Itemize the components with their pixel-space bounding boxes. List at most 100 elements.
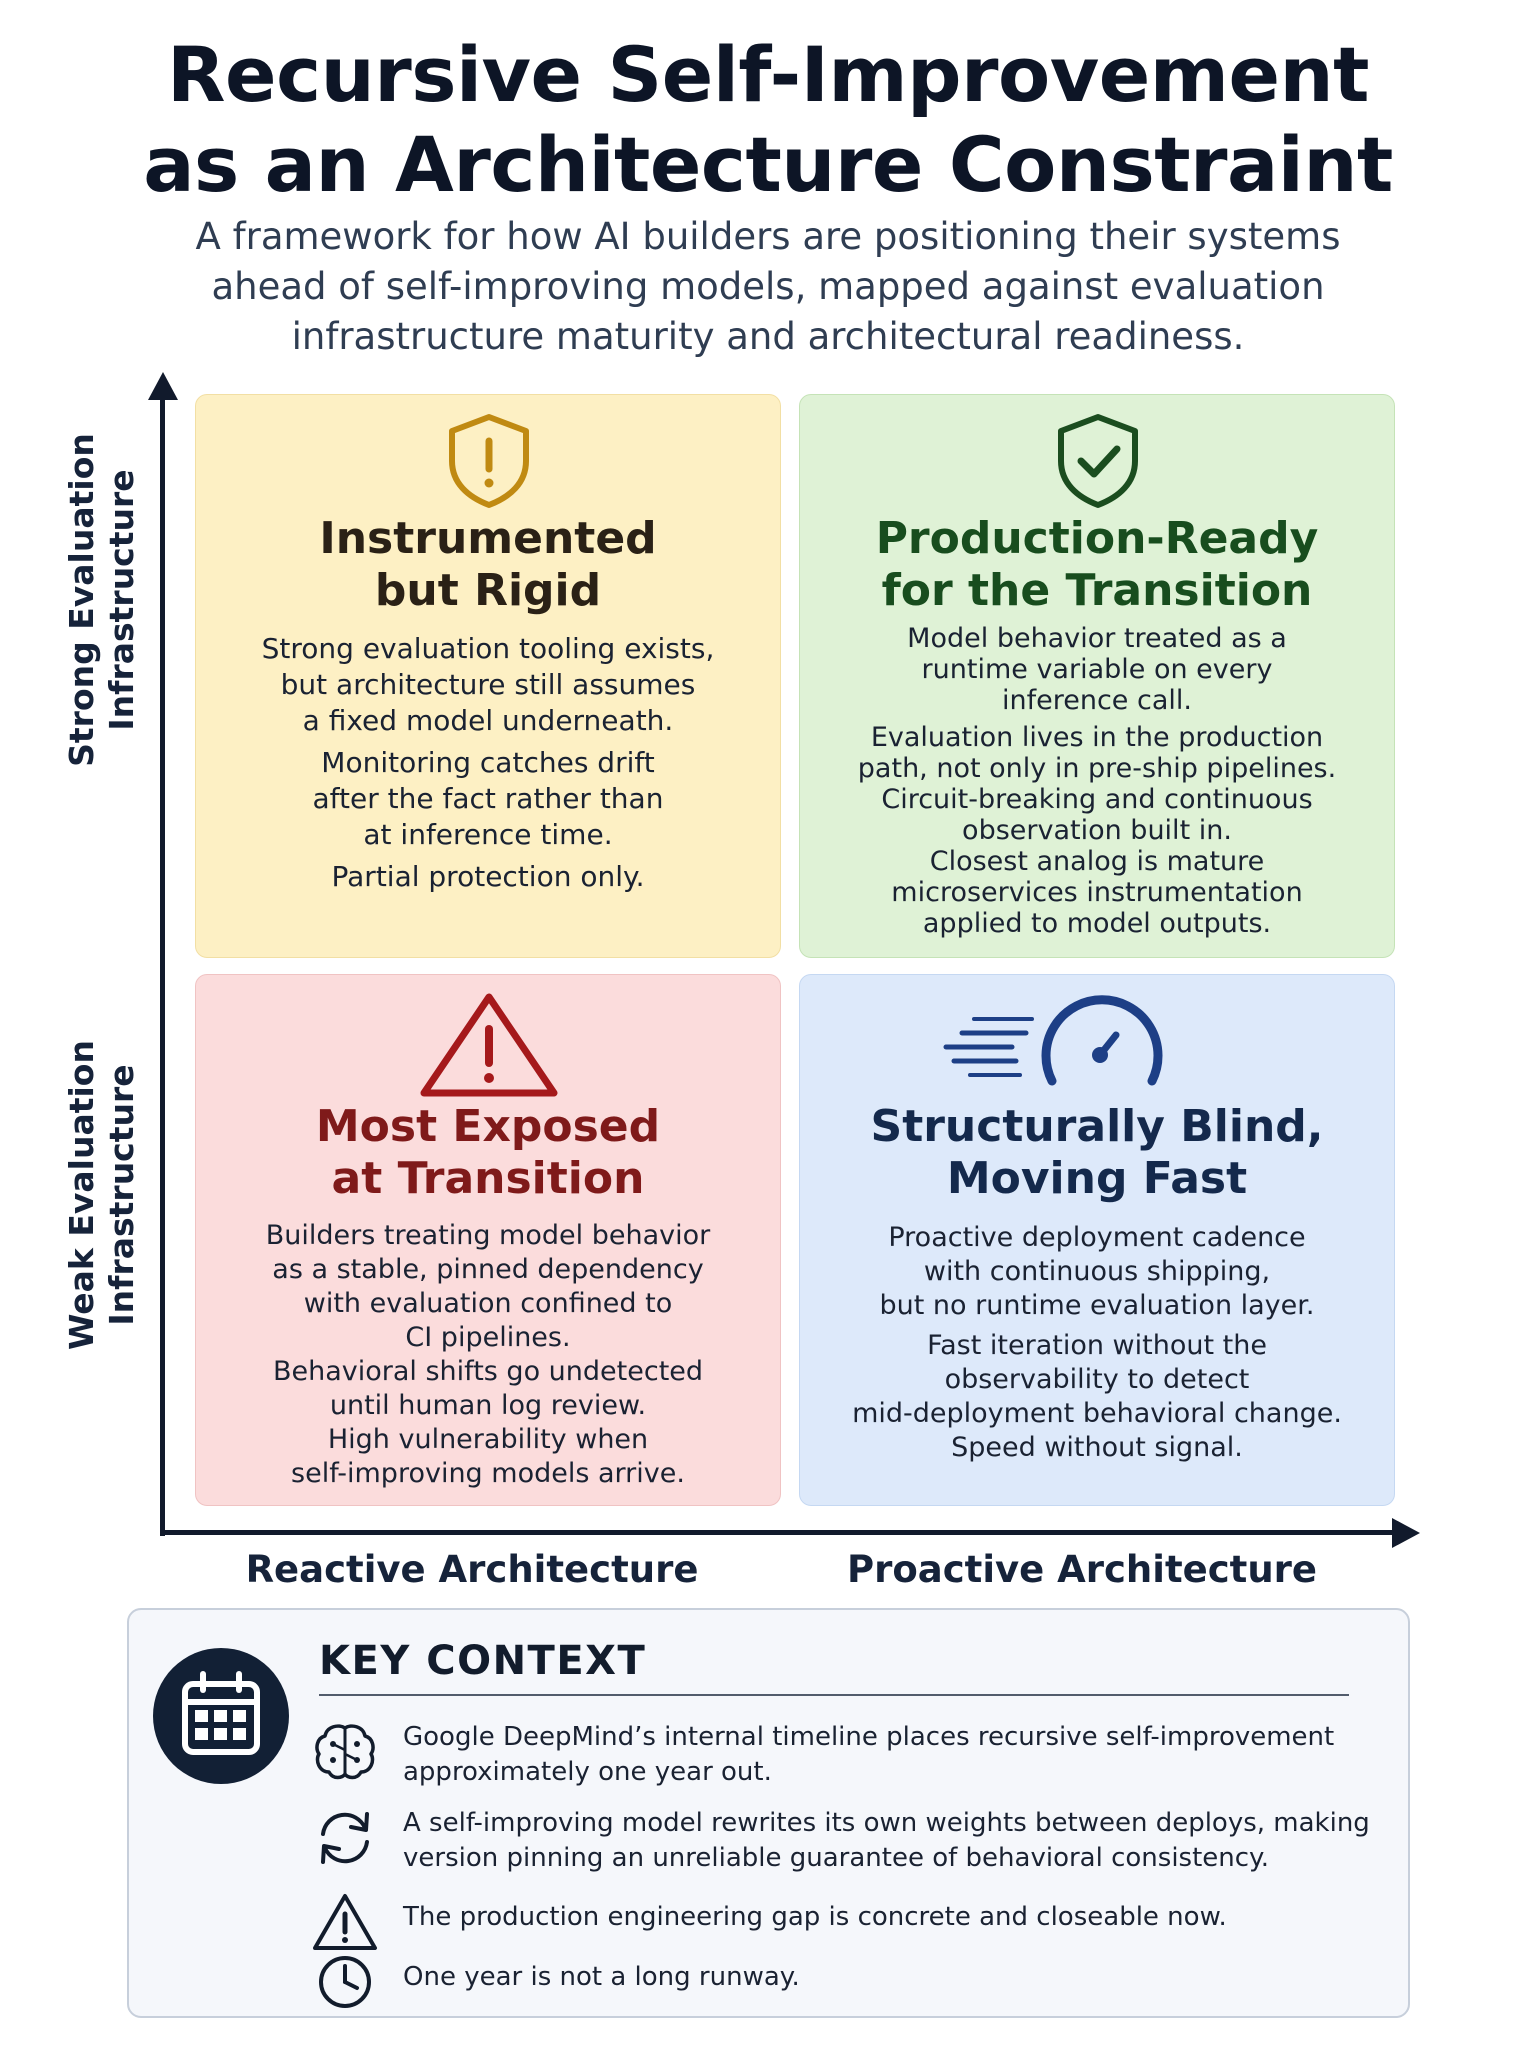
quadrant-description: Proactive deployment cadence with contin…	[820, 1221, 1374, 1465]
speedometer-icon	[943, 995, 1163, 1086]
shield-check-icon	[1058, 414, 1138, 508]
title-line-2: as an Architecture Constraint	[143, 120, 1393, 209]
y-axis-label-weak-line-1: Weak Evaluation	[62, 1040, 101, 1350]
text-line: Evaluation lives in the production	[870, 722, 1324, 753]
x-axis-line	[160, 1530, 1400, 1535]
text-line: version pinning an unreliable guarantee …	[403, 1843, 1269, 1873]
subtitle-line-1: A framework for how AI builders are posi…	[195, 215, 1341, 258]
text-line: as a stable, pinned dependency	[272, 1254, 704, 1285]
x-axis-label-reactive: Reactive Architecture	[245, 1548, 699, 1591]
context-item-text: One year is not a long runway.	[403, 1960, 1373, 1995]
quadrant-title: Structurally Blind, Moving Fast	[800, 1101, 1394, 1205]
description-paragraph: Evaluation lives in the production path,…	[820, 722, 1374, 939]
text-line: but no runtime evaluation layer.	[879, 1290, 1315, 1321]
text-line: Model behavior treated as a	[907, 623, 1287, 654]
description-paragraph: Monitoring catches drift after the fact …	[216, 745, 760, 853]
brain-icon	[315, 1724, 375, 1780]
text-line: with continuous shipping,	[923, 1256, 1271, 1287]
text-line: mid-deployment behavioral change.	[852, 1398, 1342, 1429]
calendar-icon	[182, 1671, 260, 1755]
refresh-icon	[321, 1812, 369, 1864]
description-paragraph: Model behavior treated as a runtime vari…	[820, 623, 1374, 716]
text-line: self-improving models arrive.	[291, 1458, 685, 1489]
quadrant-instrumented-but-rigid: Instrumented but Rigid Strong evaluation…	[195, 394, 781, 958]
y-axis-line	[160, 396, 165, 1536]
quadrant-title-line-1: Production-Ready	[875, 513, 1319, 564]
quadrant-title-line-2: but Rigid	[374, 565, 602, 616]
x-axis-arrowhead	[1392, 1518, 1420, 1548]
text-line: observation built in.	[962, 815, 1232, 846]
text-line: Circuit-breaking and continuous	[881, 784, 1313, 815]
description-paragraph: Strong evaluation tooling exists, but ar…	[216, 631, 760, 739]
description-paragraph: Builders treating model behavior as a st…	[216, 1219, 760, 1491]
description-paragraph: Fast iteration without the observability…	[820, 1329, 1374, 1465]
title-line-1: Recursive Self-Improvement	[167, 30, 1369, 119]
page-title: Recursive Self-Improvement as an Archite…	[0, 30, 1536, 210]
calendar-badge	[153, 1648, 289, 1784]
text-line: with evaluation confined to	[303, 1288, 673, 1319]
text-line: path, not only in pre-ship pipelines.	[857, 753, 1337, 784]
warning-triangle-icon	[420, 993, 558, 1097]
text-line: but architecture still assumes	[280, 668, 696, 701]
text-line: High vulnerability when	[327, 1424, 649, 1455]
text-line: inference call.	[1002, 685, 1192, 716]
quadrant-title: Production-Ready for the Transition	[800, 513, 1394, 617]
text-line: runtime variable on every	[921, 654, 1273, 685]
y-axis-arrowhead	[148, 372, 178, 400]
quadrant-structurally-blind: Structurally Blind, Moving Fast Proactiv…	[799, 974, 1395, 1506]
description-paragraph: Proactive deployment cadence with contin…	[820, 1221, 1374, 1323]
quadrant-title-line-1: Most Exposed	[315, 1101, 661, 1152]
text-line: Behavioral shifts go undetected	[272, 1356, 704, 1387]
subtitle-line-2: ahead of self-improving models, mapped a…	[211, 265, 1325, 308]
text-line: microservices instrumentation	[891, 877, 1303, 908]
text-line: CI pipelines.	[405, 1322, 571, 1353]
y-axis-label-strong: Strong Evaluation Infrastructure	[62, 400, 142, 800]
text-line: Strong evaluation tooling exists,	[261, 632, 715, 665]
text-line: a fixed model underneath.	[302, 704, 674, 737]
text-line: Fast iteration without the	[927, 1330, 1267, 1361]
text-line: Builders treating model behavior	[265, 1220, 711, 1251]
quadrant-description: Strong evaluation tooling exists, but ar…	[216, 631, 760, 895]
subtitle-line-3: infrastructure maturity and architectura…	[291, 315, 1245, 358]
y-axis-label-weak-line-2: Infrastructure	[102, 1064, 141, 1326]
text-line: A self-improving model rewrites its own …	[403, 1808, 1370, 1838]
quadrant-title-line-2: at Transition	[331, 1153, 645, 1204]
shield-exclamation-icon	[449, 414, 529, 508]
quadrant-description: Model behavior treated as a runtime vari…	[820, 623, 1374, 939]
text-line: applied to model outputs.	[922, 908, 1272, 939]
key-context-heading: KEY CONTEXT	[319, 1638, 647, 1684]
text-line: Monitoring catches drift	[321, 746, 655, 779]
description-paragraph: Partial protection only.	[216, 859, 760, 895]
text-line: One year is not a long runway.	[403, 1962, 800, 1992]
key-context-panel: KEY CONTEXT Google DeepMind’s internal t…	[127, 1608, 1410, 2018]
text-line: after the fact rather than	[312, 782, 664, 815]
heading-divider	[319, 1694, 1349, 1696]
text-line: at inference time.	[363, 818, 613, 851]
clock-icon	[319, 1956, 371, 2008]
text-line: Speed without signal.	[951, 1432, 1243, 1463]
text-line: Google DeepMind’s internal timeline plac…	[403, 1722, 1335, 1752]
text-line: Proactive deployment cadence	[888, 1222, 1306, 1253]
y-axis-label-weak: Weak Evaluation Infrastructure	[62, 995, 142, 1395]
y-axis-label-strong-line-2: Infrastructure	[102, 469, 141, 731]
y-axis-label-strong-line-1: Strong Evaluation	[62, 433, 101, 767]
quadrant-title-line-1: Structurally Blind,	[870, 1101, 1324, 1152]
quadrant-production-ready: Production-Ready for the Transition Mode…	[799, 394, 1395, 958]
context-item-text: The production engineering gap is concre…	[403, 1900, 1373, 1935]
text-line: until human log review.	[329, 1390, 647, 1421]
warning-icon	[313, 1894, 377, 1950]
text-line: observability to detect	[944, 1364, 1250, 1395]
x-axis-label-proactive: Proactive Architecture	[846, 1548, 1318, 1591]
quadrant-title-line-2: for the Transition	[881, 565, 1313, 616]
text-line: Closest analog is mature	[929, 846, 1265, 877]
quadrant-title: Instrumented but Rigid	[196, 513, 780, 617]
text-line: The production engineering gap is concre…	[403, 1902, 1227, 1932]
page-subtitle: A framework for how AI builders are posi…	[170, 212, 1366, 362]
context-item-text: Google DeepMind’s internal timeline plac…	[403, 1720, 1373, 1790]
quadrant-title: Most Exposed at Transition	[196, 1101, 780, 1205]
quadrant-title-line-1: Instrumented	[319, 513, 657, 564]
text-line: approximately one year out.	[403, 1757, 772, 1787]
quadrant-title-line-2: Moving Fast	[946, 1153, 1248, 1204]
quadrant-most-exposed: Most Exposed at Transition Builders trea…	[195, 974, 781, 1506]
text-line: Partial protection only.	[331, 860, 645, 893]
